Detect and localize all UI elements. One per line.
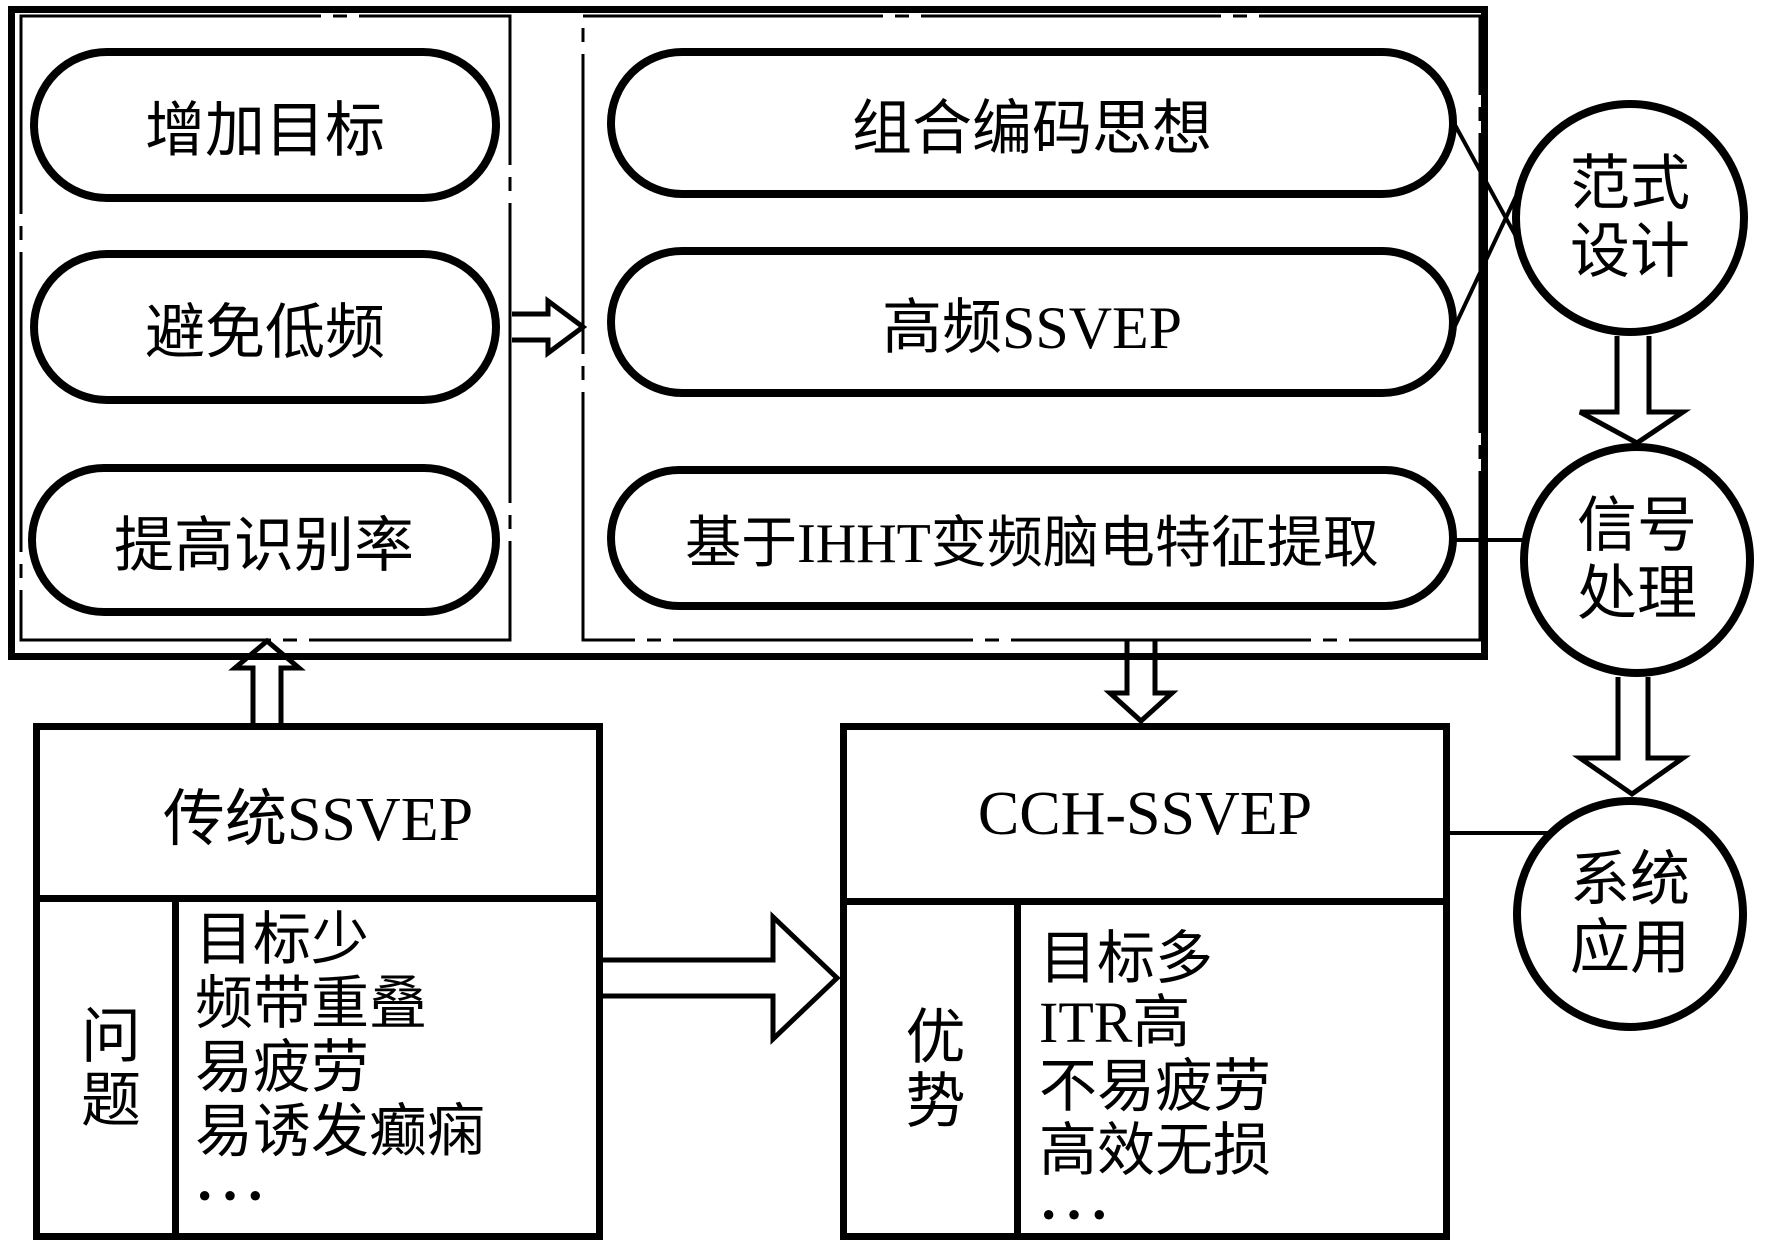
- arrow-signal-to-system: [1571, 677, 1691, 798]
- arrow-frame-to-cch: [1103, 641, 1179, 725]
- traditional-aspect-cell: 问题: [40, 902, 179, 1233]
- list-item: 易疲劳: [195, 1035, 370, 1100]
- method-pill-combination-coding: 组合编码思想: [607, 48, 1457, 198]
- traditional-ssvep-body: 问题 目标少 频带重叠 易疲劳 易诱发癫痫 ···: [40, 902, 596, 1233]
- list-item: 目标多: [1039, 926, 1214, 991]
- goal-pill-avoid-low-freq: 避免低频: [30, 250, 500, 404]
- stage-circle-signal-processing: [1520, 443, 1754, 677]
- arrow-paradigm-to-signal: [1578, 336, 1692, 446]
- goal-pill-increase-targets-label: 增加目标: [145, 97, 385, 164]
- list-item: 目标少: [195, 907, 370, 972]
- traditional-problem-list: 目标少 频带重叠 易疲劳 易诱发癫痫 ···: [179, 902, 596, 1233]
- goal-pill-increase-targets: 增加目标: [30, 48, 500, 202]
- stage-label-paradigm-design-line2: 设计: [1570, 219, 1690, 285]
- cch-ssvep-title: CCH-SSVEP: [847, 730, 1443, 905]
- method-pill-high-freq-ssvep-label: 高频SSVEP: [881, 294, 1183, 361]
- arrow-traditional-to-cch: [603, 911, 841, 1045]
- method-pill-high-freq-ssvep: 高频SSVEP: [607, 247, 1457, 397]
- list-item: 不易疲劳: [1039, 1054, 1272, 1119]
- goal-pill-avoid-low-freq-label: 避免低频: [145, 299, 385, 366]
- stage-circle-system-application: [1513, 797, 1747, 1031]
- list-item-ellipsis: ···: [1039, 1182, 1116, 1234]
- cch-advantage-list: 目标多 ITR高 不易疲劳 高效无损 ···: [1021, 905, 1443, 1234]
- goal-pill-improve-recognition-label: 提高识别率: [114, 512, 414, 579]
- cch-aspect-cell: 优势: [847, 905, 1021, 1233]
- list-item: ITR高: [1039, 990, 1191, 1055]
- stage-label-paradigm-design-line1: 范式: [1570, 151, 1690, 217]
- stage-label-signal-processing-line2: 处理: [1577, 561, 1697, 627]
- goal-pill-improve-recognition: 提高识别率: [28, 464, 500, 616]
- stage-label-system-application-line2: 应用: [1570, 915, 1690, 981]
- stage-label-system-application-line1: 系统: [1570, 847, 1690, 913]
- method-pill-combination-coding-label: 组合编码思想: [852, 95, 1212, 162]
- list-item: 高效无损: [1039, 1118, 1272, 1183]
- stage-label-signal-processing-line1: 信号: [1577, 493, 1697, 559]
- method-pill-ihht-feature-extraction-label: 基于IHHT变频脑电特征提取: [685, 512, 1379, 575]
- stage-label-signal-processing: 信号 处理: [1487, 492, 1769, 628]
- stage-label-paradigm-design: 范式 设计: [1480, 150, 1769, 286]
- cch-ssvep-body: 优势 目标多 ITR高 不易疲劳 高效无损 ···: [847, 905, 1443, 1233]
- stage-circle-paradigm-design: [1512, 100, 1748, 336]
- paradigm-frame: [8, 6, 1488, 660]
- cch-aspect-label: 优势: [897, 1005, 963, 1133]
- method-pill-ihht-feature-extraction: 基于IHHT变频脑电特征提取: [607, 466, 1457, 610]
- arrow-avoid-low-freq-to-high-freq: [512, 296, 588, 358]
- stage-label-system-application: 系统 应用: [1480, 846, 1769, 982]
- cch-ssvep-box: CCH-SSVEP 优势 目标多 ITR高 不易疲劳 高效无损 ···: [840, 723, 1450, 1240]
- arrow-traditional-to-frame: [228, 637, 306, 723]
- list-item-ellipsis: ···: [195, 1163, 272, 1228]
- list-item: 频带重叠: [195, 971, 428, 1036]
- traditional-ssvep-box: 传统SSVEP 问题 目标少 频带重叠 易疲劳 易诱发癫痫 ···: [33, 723, 603, 1240]
- list-item: 易诱发癫痫: [195, 1099, 486, 1164]
- traditional-ssvep-title: 传统SSVEP: [40, 730, 596, 902]
- traditional-aspect-label: 问题: [72, 1003, 139, 1132]
